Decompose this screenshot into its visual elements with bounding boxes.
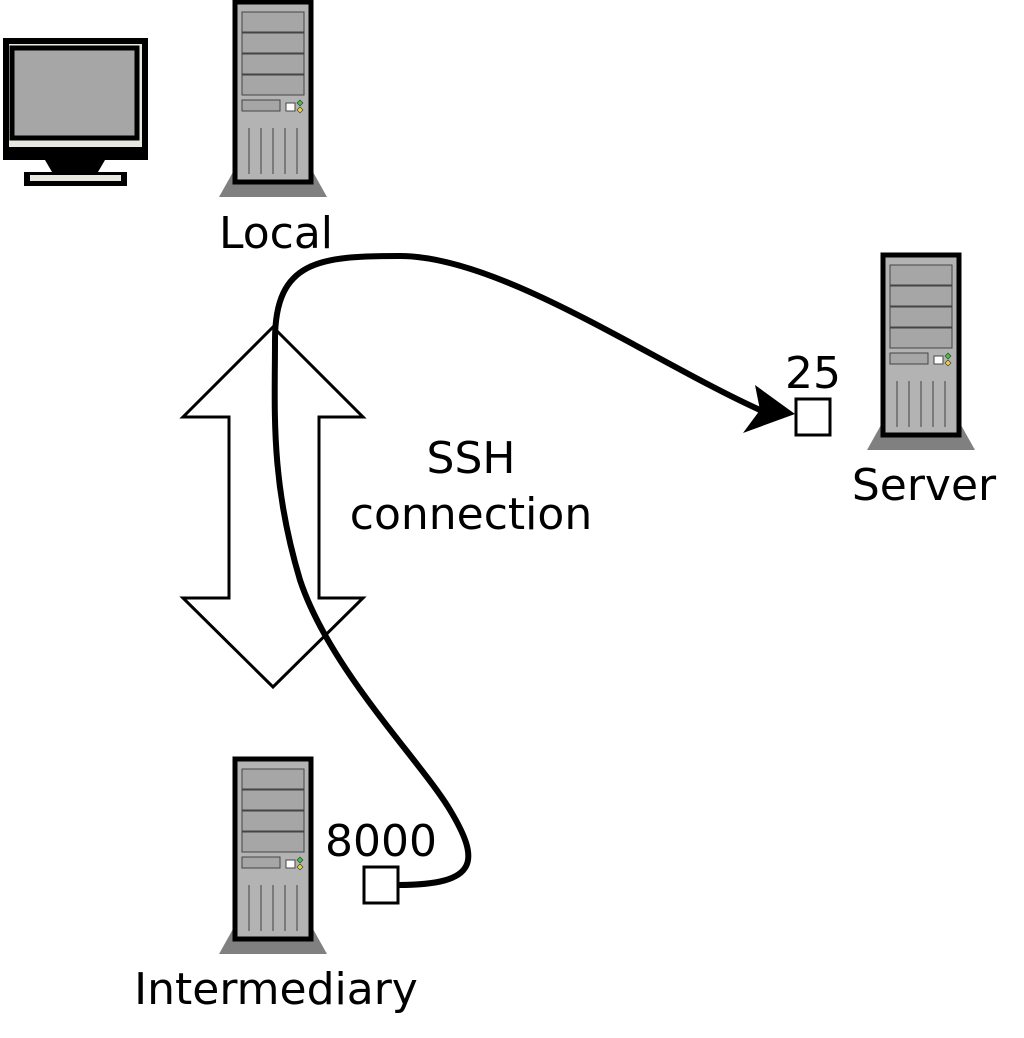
local-label: Local: [219, 208, 333, 259]
server-label: Server: [852, 460, 997, 511]
monitor-icon: [3, 38, 148, 186]
server-port-box: [794, 397, 832, 437]
local-server-icon: [219, 2, 327, 197]
intermediary-port-label: 8000: [325, 816, 437, 867]
intermediary-label: Intermediary: [134, 964, 418, 1015]
intermediary-server-icon: [219, 759, 327, 954]
connection-label-line1: SSH: [427, 433, 516, 484]
tunnel-arrowhead-icon: [743, 385, 795, 433]
intermediary-port-box: [362, 865, 400, 905]
server-port-label: 25: [785, 348, 841, 399]
remote-server-icon: [867, 255, 975, 450]
tunnel-path: [271, 252, 763, 888]
connection-label-line2: connection: [350, 489, 592, 540]
ssh-connection-double-arrow-icon: [179, 324, 367, 690]
